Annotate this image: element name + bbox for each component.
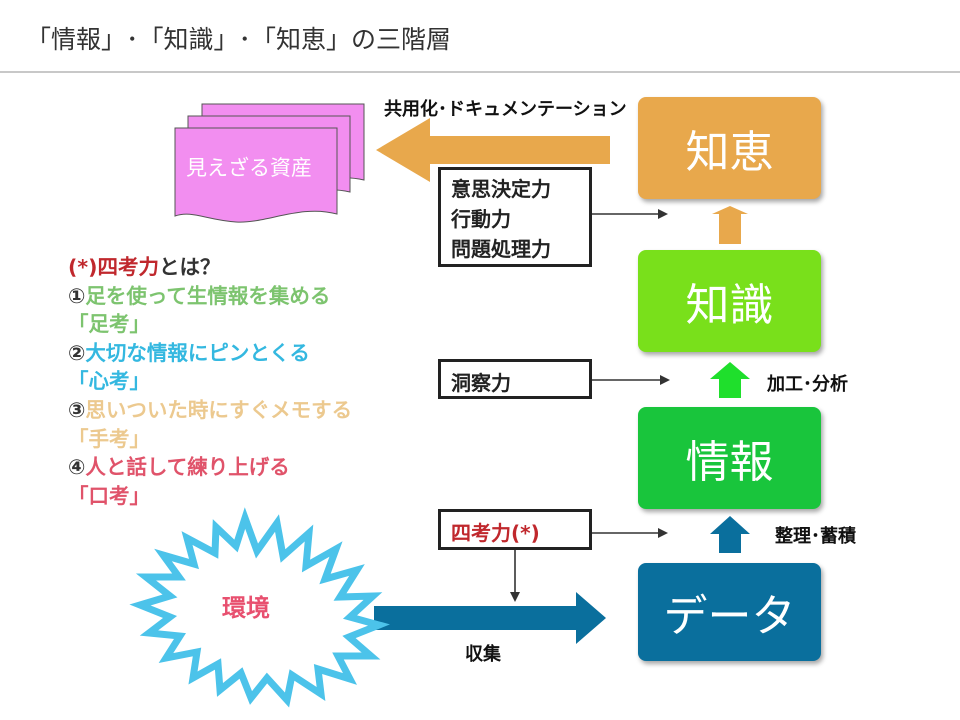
stage-chishiki: 知識 [638,250,821,352]
environment-burst [129,507,390,708]
stage-joho: 情報 [638,407,821,509]
dosatsu-box: 洞察力 [438,359,592,399]
share-label: 共用化･ドキュメンテーション [384,99,627,120]
title-divider [0,71,960,73]
shikoryoku-box: 四考力(*) [438,509,592,550]
up-arrow-joho-chishiki [710,362,750,398]
definition-heading-rest: とは？ [158,255,221,279]
definition-item: ③思いついた時にすぐメモする [68,396,352,425]
up-arrow-chishiki-chie [712,206,748,244]
up-arrow-data-joho [710,516,750,553]
item-term: 「手考」 [68,426,150,451]
definition-item: ②大切な情報にピンとくる [68,339,352,368]
item-text: 大切な情報にピンとくる [85,340,310,365]
kako-label: 加工･分析 [767,374,848,395]
definition-item: ④人と話して練り上げる [68,453,352,482]
shushu-label: 収集 [465,644,501,665]
item-number: ④ [68,455,86,480]
item-text: 足を使って生情報を集める [85,283,331,308]
item-number: ② [68,340,86,365]
item-number: ③ [68,397,86,422]
abilities-box: 意思決定力 行動力 問題処理力 [438,167,592,267]
seiri-label: 整理･蓄積 [775,526,856,547]
item-term: 「口考」 [68,483,150,508]
stage-data: データ [638,563,821,661]
shikoryoku-definition: (*)四考力とは？ ①足を使って生情報を集める 「足考」 ②大切な情報にピンとく… [68,253,352,510]
share-arrow [376,118,610,182]
definition-heading: (*)四考力とは？ [68,253,352,282]
asset-documents [174,103,365,223]
ability-item: 行動力 [451,207,511,231]
item-number: ① [68,283,86,308]
stage-chie: 知恵 [638,97,821,199]
environment-label: 環境 [222,594,270,622]
definition-heading-mark: (*)四考力 [68,255,159,279]
item-text: 思いついた時にすぐメモする [85,397,353,422]
definition-item: ①足を使って生情報を集める [68,282,352,311]
ability-item: 意思決定力 [451,177,551,201]
page-title: 「情報」･「知識」･「知恵」の三階層 [26,25,452,54]
item-term: 「足考」 [68,312,150,337]
ability-item: 問題処理力 [451,237,551,261]
item-text: 人と話して練り上げる [85,455,290,480]
collect-arrow [374,592,606,644]
asset-label: 見えざる資産 [186,156,312,180]
item-term: 「心考」 [68,369,150,394]
